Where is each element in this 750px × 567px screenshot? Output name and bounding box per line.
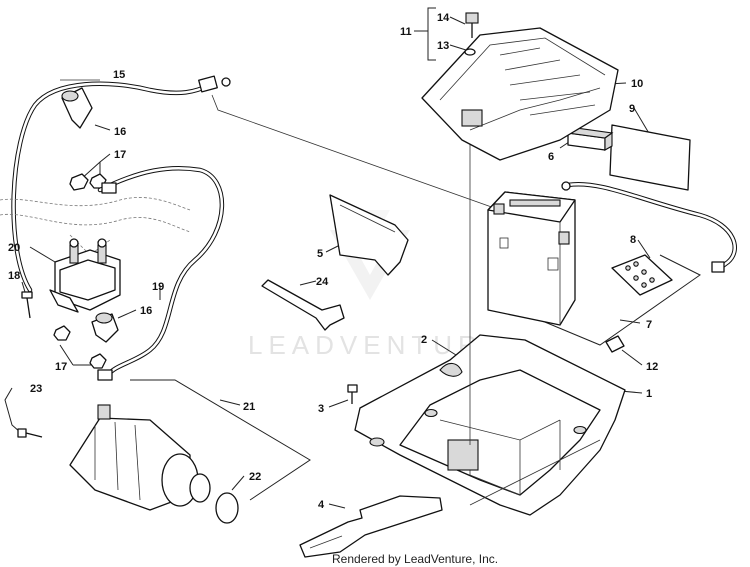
callout-11: 11	[400, 26, 412, 38]
callout-23: 23	[30, 383, 42, 395]
solenoid-part-20	[49, 238, 121, 313]
callout-12: 12	[646, 361, 658, 373]
battery-box-part-1	[354, 334, 626, 516]
cable-part-9	[561, 181, 737, 273]
cable-part-19	[97, 165, 225, 381]
battery	[487, 191, 576, 326]
washer-part-13	[464, 48, 476, 56]
bolt-part-23	[17, 428, 43, 438]
callout-24: 24	[316, 276, 329, 288]
wrench-part-24	[261, 279, 345, 331]
starter-motor-part-21	[69, 404, 211, 511]
leader-lines	[4, 7, 701, 509]
callout-19: 19	[152, 281, 164, 293]
callout-6: 6	[548, 151, 554, 163]
key-part-14	[465, 12, 479, 38]
hose-part-4	[299, 495, 443, 558]
callout-16: 16	[114, 126, 126, 138]
credit-text: Rendered by LeadVenture, Inc.	[332, 552, 498, 566]
nut-part-17-d	[89, 353, 107, 369]
dashed-frame-outline	[0, 197, 191, 256]
bolt-part-18	[21, 291, 33, 319]
callout-14: 14	[437, 12, 450, 24]
clip-part-12	[605, 335, 625, 353]
decal-part-8	[611, 254, 673, 296]
callout-20: 20	[8, 242, 20, 254]
callout-18: 18	[8, 270, 20, 282]
callout-17-lower: 17	[55, 361, 67, 373]
callout-16-lower: 16	[140, 305, 152, 317]
callout-10: 10	[631, 78, 643, 90]
callout-4: 4	[318, 499, 325, 511]
callout-8: 8	[630, 234, 636, 246]
callout-1: 1	[646, 388, 652, 400]
pad-part-9	[609, 124, 691, 191]
callout-5: 5	[317, 248, 323, 260]
callout-15: 15	[113, 69, 125, 81]
shield-part-5	[329, 194, 409, 276]
cable-part-15	[11, 75, 231, 293]
callout-13: 13	[437, 40, 449, 52]
nut-part-17-c	[53, 325, 71, 341]
bolt-part-3	[347, 384, 358, 404]
o-ring-part-22	[215, 492, 239, 524]
callouts: 1 2 3 4 5 6 7 8 9 10 11 12 13 14 15 16 1…	[8, 12, 658, 511]
callout-17: 17	[114, 149, 126, 161]
callout-21: 21	[243, 401, 255, 413]
boot-part-16	[61, 87, 93, 129]
callout-7: 7	[646, 319, 652, 331]
callout-22: 22	[249, 471, 261, 483]
boot-part-16-lower	[91, 312, 119, 343]
callout-9: 9	[629, 103, 635, 115]
foam-part-6	[566, 127, 614, 151]
callout-3: 3	[318, 403, 324, 415]
callout-2: 2	[421, 334, 427, 346]
cover-part-10	[421, 27, 619, 161]
nut-part-17	[69, 173, 89, 191]
